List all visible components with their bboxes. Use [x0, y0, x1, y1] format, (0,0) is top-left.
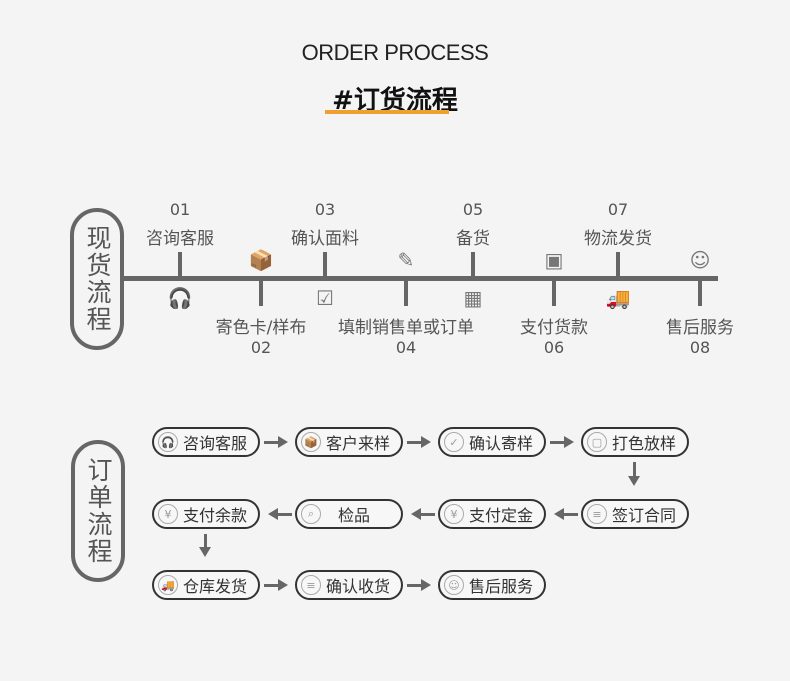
timeline-tick	[698, 279, 702, 306]
warehouse-icon: ▦	[463, 286, 483, 310]
box-icon: 📦	[301, 432, 321, 452]
timeline-line	[124, 276, 718, 281]
step-label: 寄色卡/样布	[215, 318, 307, 338]
smile-icon: ☺	[689, 248, 711, 272]
contract-icon: ≡	[587, 504, 607, 524]
flow-step-label: 确认收货	[326, 577, 391, 596]
title-underline	[325, 110, 449, 114]
timeline-tick	[404, 279, 408, 306]
timeline-tick	[259, 279, 263, 306]
arrow-left	[411, 508, 435, 520]
step-label: 咨询客服	[146, 229, 214, 249]
flow-step[interactable]: ¥ 支付定金	[438, 499, 546, 529]
arrow-right	[264, 579, 288, 591]
flow-step[interactable]: ≡ 确认收货	[295, 570, 403, 600]
arrow-right	[264, 436, 288, 448]
flow-step-label: 仓库发货	[183, 577, 248, 596]
flow-step[interactable]: ⌕ 检品	[295, 499, 403, 529]
timeline-tick	[616, 252, 620, 279]
arrow-left	[554, 508, 578, 520]
arrow-left	[268, 508, 292, 520]
form-edit-icon: ✎	[397, 248, 415, 272]
headset-icon: 🎧	[167, 286, 193, 310]
step-number: 05	[462, 200, 484, 219]
smile-icon: ☺	[444, 575, 464, 595]
flow-step-label: 客户来样	[326, 434, 391, 453]
flow-step[interactable]: ✓ 确认寄样	[438, 427, 546, 457]
order-process-label: 订单流程	[71, 440, 125, 582]
flow-step[interactable]: ≡ 签订合同	[581, 499, 689, 529]
flow-step-label: 检品	[338, 506, 371, 525]
step-label: 售后服务	[666, 318, 734, 338]
arrow-right	[407, 436, 431, 448]
arrow-down	[628, 462, 640, 486]
stock-process-label: 现货流程	[70, 208, 124, 350]
timeline-tick	[471, 252, 475, 279]
timeline-tick	[178, 252, 182, 279]
document-check-icon: ☑	[316, 286, 334, 310]
receipt-check-icon: ≡	[301, 575, 321, 595]
step-number: 08	[689, 338, 711, 357]
arrow-right	[407, 579, 431, 591]
title-english: ORDER PROCESS	[301, 40, 489, 65]
flow-step-label: 签订合同	[612, 506, 677, 525]
step-number: 04	[395, 338, 417, 357]
step-label: 填制销售单或订单	[338, 318, 474, 338]
step-number: 03	[314, 200, 336, 219]
flow-step-label: 打色放样	[612, 434, 677, 453]
step-number: 06	[543, 338, 565, 357]
flow-step-label: 确认寄样	[469, 434, 534, 453]
timeline-tick	[323, 252, 327, 279]
step-label: 支付货款	[520, 318, 588, 338]
step-number: 02	[250, 338, 272, 357]
flow-step[interactable]: ¥ 支付余款	[152, 499, 260, 529]
timeline-tick	[552, 279, 556, 306]
truck-icon: 🚚	[158, 575, 178, 595]
payment-icon: ▣	[544, 248, 564, 272]
flow-step-label: 咨询客服	[183, 434, 248, 453]
check-circle-icon: ✓	[444, 432, 464, 452]
step-number: 01	[169, 200, 191, 219]
step-label: 确认面料	[291, 229, 359, 249]
step-label: 物流发货	[584, 229, 652, 249]
step-number: 07	[607, 200, 629, 219]
flow-step[interactable]: ▢ 打色放样	[581, 427, 689, 457]
box-icon: 📦	[248, 248, 274, 272]
flow-step-label: 售后服务	[469, 577, 534, 596]
arrow-down	[199, 534, 211, 557]
headset-icon: 🎧	[158, 432, 178, 452]
arrow-right	[550, 436, 574, 448]
flow-step-label: 支付定金	[469, 506, 534, 525]
palette-icon: ▢	[587, 432, 607, 452]
flow-step[interactable]: ☺ 售后服务	[438, 570, 546, 600]
yen-icon: ¥	[444, 504, 464, 524]
search-icon: ⌕	[301, 504, 321, 524]
flow-step-label: 支付余款	[183, 506, 248, 525]
truck-icon: 🚚	[605, 286, 631, 310]
flow-step[interactable]: 📦 客户来样	[295, 427, 403, 457]
yen-refund-icon: ¥	[158, 504, 178, 524]
flow-step[interactable]: 🎧 咨询客服	[152, 427, 260, 457]
step-label: 备货	[456, 229, 490, 249]
flow-step[interactable]: 🚚 仓库发货	[152, 570, 260, 600]
